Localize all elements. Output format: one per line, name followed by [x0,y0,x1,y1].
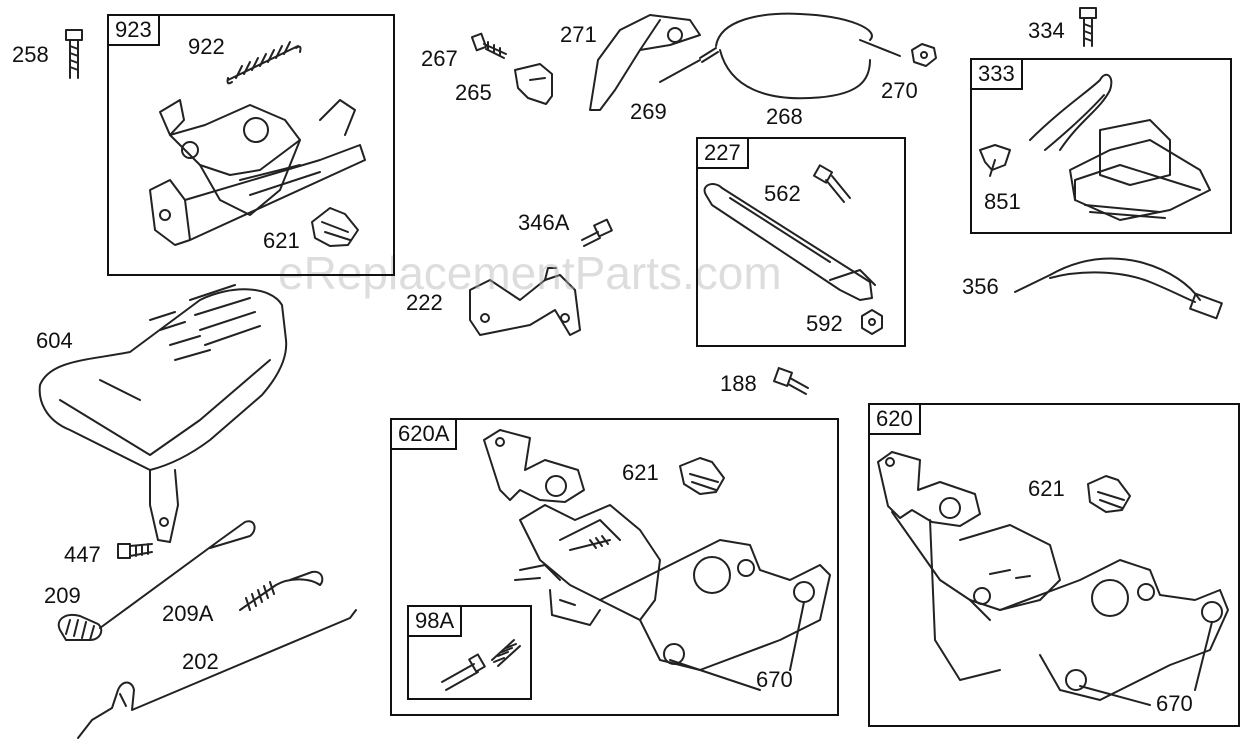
cover-604 [40,285,287,542]
label-209: 209 [44,583,81,608]
label-258: 258 [12,42,49,67]
box-98A: 98A [407,605,532,700]
link-227 [705,184,875,300]
label-188: 188 [720,371,757,396]
screw-346A [582,220,612,246]
label-621-c: 621 [1028,476,1065,501]
spring-922 [228,42,301,83]
clip-851 [980,145,1010,176]
label-670-b: 670 [1156,691,1193,716]
rod-202 [78,610,356,738]
label-270: 270 [881,78,918,103]
label-604: 604 [36,328,73,353]
clamp-265 [515,64,552,104]
bracket-620 [878,452,1228,705]
label-851: 851 [984,189,1021,214]
box-620: 620 [868,403,1240,727]
label-562: 562 [764,181,801,206]
clip-621-c [1088,476,1130,512]
screw-188 [774,368,808,394]
label-334: 334 [1028,18,1065,43]
bracket-923 [150,100,365,245]
screw-562 [814,165,850,202]
label-271: 271 [560,22,597,47]
label-346A: 346A [518,210,570,235]
box-923: 923 [107,14,395,276]
screw-267 [472,34,506,58]
screw-spring-98A [442,640,520,690]
label-222: 222 [406,290,443,315]
label-621-b: 621 [622,460,659,485]
label-265: 265 [455,80,492,105]
label-356: 356 [962,274,999,299]
label-202: 202 [182,649,219,674]
cable-268 [660,14,900,99]
label-447: 447 [64,542,101,567]
box-923-tag: 923 [107,14,160,46]
clip-621-b [680,458,724,494]
ignition-333 [1030,75,1210,220]
spring-209A [240,572,322,610]
label-922: 922 [188,34,225,59]
box-620-tag: 620 [868,403,921,435]
bolt-258 [66,30,82,78]
bracket-222 [470,268,580,335]
box-620A: 620A [390,418,839,716]
label-592: 592 [806,311,843,336]
nut-592 [862,310,882,334]
label-209A: 209A [162,601,214,626]
box-333: 333 [970,58,1232,234]
clip-621-a [312,208,358,246]
bracket-620A [484,430,830,690]
label-269: 269 [630,99,667,124]
screw-447 [118,544,152,558]
label-268: 268 [766,104,803,129]
box-333-tag: 333 [970,58,1023,90]
lever-271 [590,15,700,110]
nut-270 [912,44,936,66]
box-620A-tag: 620A [390,418,458,450]
wire-356 [1015,258,1222,318]
label-670-a: 670 [756,667,793,692]
bolt-334 [1080,8,1096,46]
box-227: 227 [696,137,906,347]
spring-209 [59,521,255,640]
label-621-a: 621 [263,228,300,253]
label-267: 267 [421,46,458,71]
box-98A-tag: 98A [407,605,463,637]
box-227-tag: 227 [696,137,749,169]
